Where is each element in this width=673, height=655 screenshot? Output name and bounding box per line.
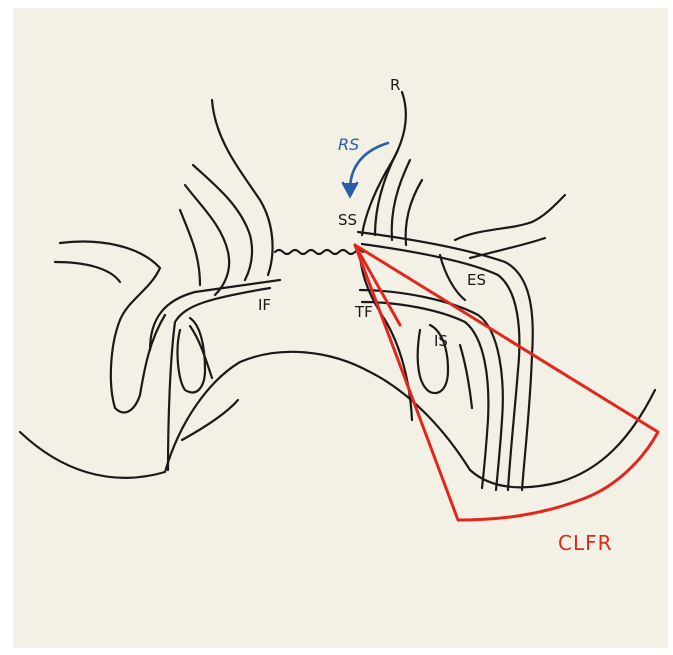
tf-to-is-line-1: [360, 290, 503, 490]
left-upper-stroke-2: [193, 165, 252, 280]
label-es: ES: [467, 271, 486, 289]
left-upper-stroke-4: [180, 210, 200, 285]
right-lateral-wall: [455, 195, 565, 240]
label-clfr: CLFR: [558, 531, 613, 555]
rs-arrowhead-fill: [343, 183, 357, 198]
label-ss: SS: [338, 211, 357, 229]
right-upper-stroke-3: [392, 160, 410, 240]
right-upper-stroke-2: [375, 150, 398, 235]
label-r: R: [390, 76, 400, 94]
wavy-suture: [275, 250, 363, 254]
label-tf: TF: [354, 303, 373, 321]
left-lateral-ridge: [55, 262, 120, 282]
label-if: IF: [258, 296, 271, 314]
label-is: IS: [434, 332, 448, 350]
clfr-wedge: [355, 245, 658, 520]
ss-to-es-line-2: [362, 244, 519, 490]
left-basal-line: [182, 400, 238, 440]
is-inner-loop-2: [460, 345, 472, 408]
label-rs: RS: [338, 135, 359, 154]
left-upper-stroke-1: [212, 100, 273, 275]
left-lateral-wall: [60, 242, 165, 413]
right-upper-stroke-1: [362, 92, 406, 235]
right-upper-stroke-4: [406, 180, 422, 245]
